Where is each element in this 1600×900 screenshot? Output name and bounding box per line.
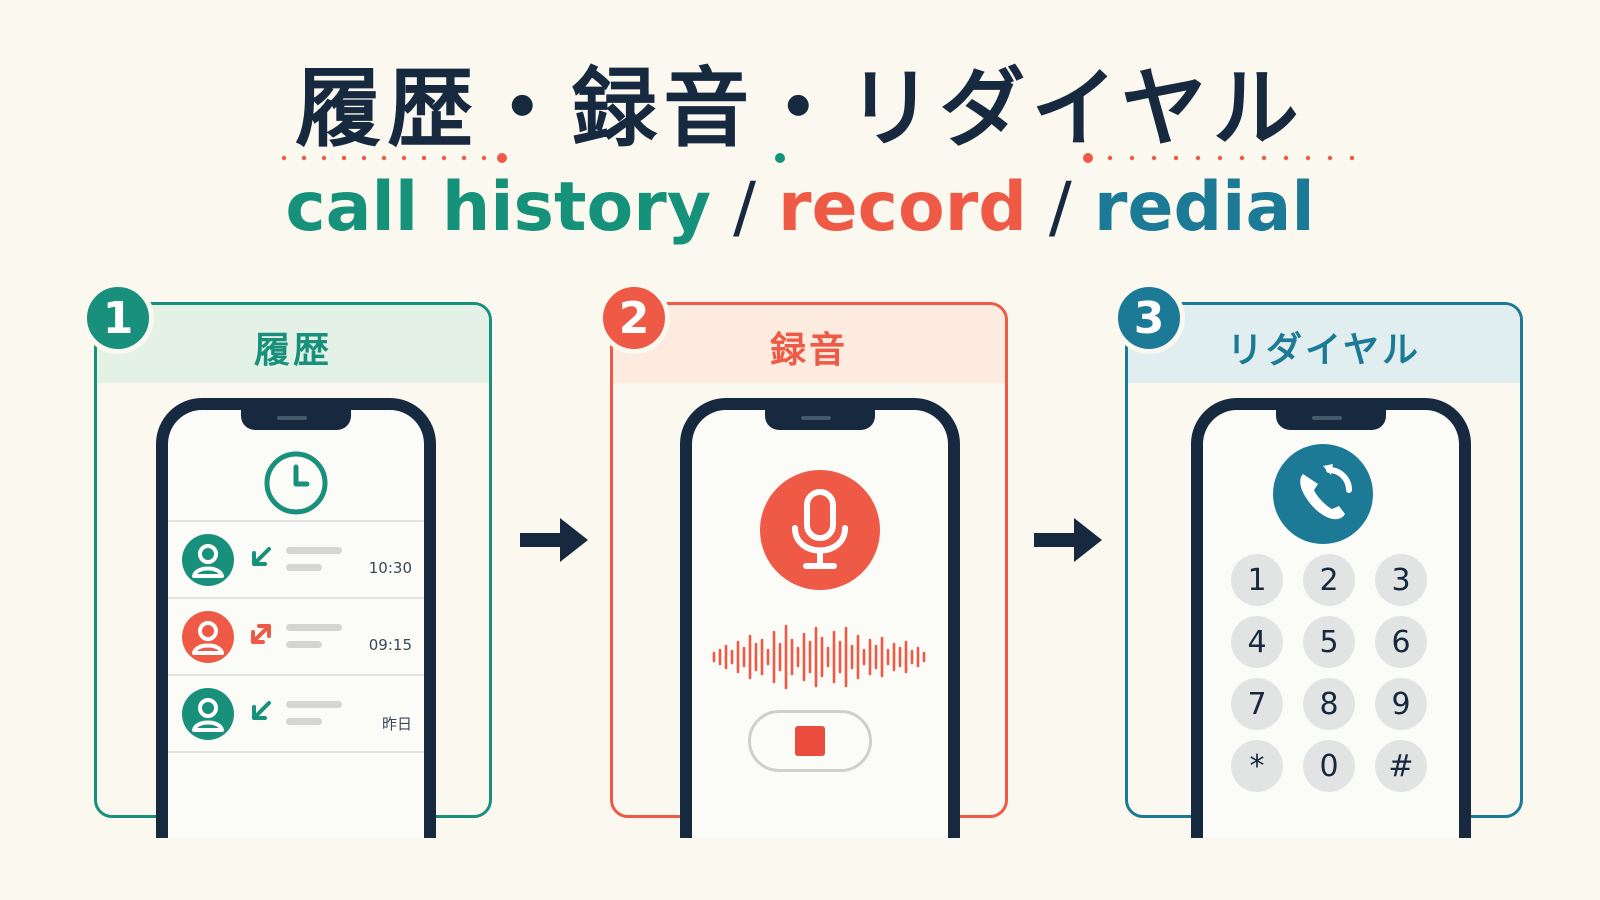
- call-time: 09:15: [368, 636, 412, 654]
- keypad-key-6[interactable]: 6: [1375, 616, 1427, 668]
- subtitle-separator: /: [733, 168, 757, 247]
- avatar-icon: [182, 611, 234, 663]
- subtitle-separator: /: [1048, 168, 1072, 247]
- step-number-badge: 2: [598, 282, 670, 354]
- subtitle-call-history: call history: [285, 168, 712, 247]
- phone-notch: [241, 408, 351, 430]
- placeholder-line: [286, 547, 342, 554]
- call-time: 10:30: [368, 559, 412, 577]
- panel-call-history: 履歴: [94, 302, 492, 818]
- incoming-call-arrow-icon: [252, 547, 271, 566]
- placeholder-line: [286, 718, 322, 725]
- title-underline-dots-right: [1083, 153, 1355, 163]
- placeholder-line: [286, 624, 342, 631]
- placeholder-line: [286, 641, 322, 648]
- keypad-key-8[interactable]: 8: [1303, 678, 1355, 730]
- keypad-key-5[interactable]: 5: [1303, 616, 1355, 668]
- subtitle: call history / record / redial: [0, 168, 1600, 247]
- placeholder-line: [286, 564, 322, 571]
- panel-title: 録音: [613, 305, 1005, 383]
- incoming-call-arrow-icon: [252, 701, 271, 720]
- keypad-key-star[interactable]: *: [1231, 740, 1283, 792]
- phone-mockup: 1 2 3 4 5 6 7 8 9 * 0 #: [1191, 398, 1471, 838]
- keypad-key-7[interactable]: 7: [1231, 678, 1283, 730]
- panel-title: 履歴: [97, 305, 489, 383]
- avatar-icon: [182, 688, 234, 740]
- clock-icon: [264, 451, 328, 515]
- phone-notch: [765, 408, 875, 430]
- microphone-icon[interactable]: [760, 470, 880, 590]
- keypad-key-9[interactable]: 9: [1375, 678, 1427, 730]
- panel-title: リダイヤル: [1128, 305, 1520, 383]
- redial-phone-icon[interactable]: [1273, 444, 1373, 544]
- step-number-badge: 3: [1113, 282, 1185, 354]
- stop-icon: [795, 726, 825, 756]
- keypad-key-1[interactable]: 1: [1231, 554, 1283, 606]
- avatar-icon: [182, 534, 234, 586]
- missed-call-arrow-icon: [251, 624, 271, 644]
- list-divider: [168, 751, 424, 753]
- keypad-key-4[interactable]: 4: [1231, 616, 1283, 668]
- step-number-badge: 1: [82, 282, 154, 354]
- phone-notch: [1276, 408, 1386, 430]
- keypad-key-3[interactable]: 3: [1375, 554, 1427, 606]
- page-title: 履歴・録音・リダイヤル: [295, 59, 1305, 159]
- subtitle-redial: redial: [1093, 168, 1315, 247]
- keypad-key-0[interactable]: 0: [1303, 740, 1355, 792]
- flow-arrow-icon: [520, 518, 588, 562]
- placeholder-line: [286, 701, 342, 708]
- call-list-item[interactable]: 10:30: [168, 520, 424, 597]
- keypad-key-2[interactable]: 2: [1303, 554, 1355, 606]
- title-underline-dots-left: [281, 153, 507, 163]
- panel-record: 録音: [610, 302, 1008, 818]
- call-list-item[interactable]: 09:15: [168, 597, 424, 674]
- phone-mockup: [680, 398, 960, 838]
- flow-arrow-icon: [1034, 518, 1102, 562]
- keypad-key-hash[interactable]: #: [1375, 740, 1427, 792]
- title-underline-dot-center: [775, 153, 785, 163]
- stop-button[interactable]: [748, 710, 872, 772]
- call-time: 昨日: [381, 715, 412, 733]
- subtitle-record: record: [778, 168, 1027, 247]
- call-list-item[interactable]: 昨日: [168, 674, 424, 751]
- phone-mockup: 10:30 09:15 昨日: [156, 398, 436, 838]
- sound-wave-icon: [712, 624, 926, 690]
